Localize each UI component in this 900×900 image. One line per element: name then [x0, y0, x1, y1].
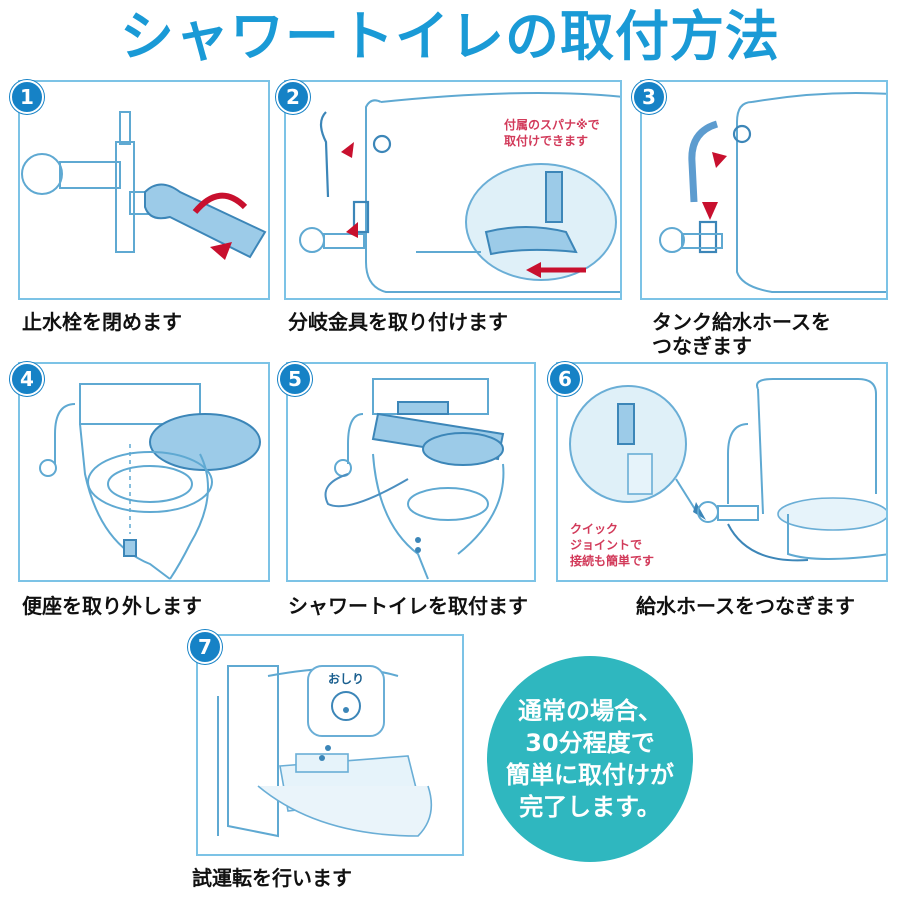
- step-3-badge: 3: [632, 80, 666, 114]
- step-7-badge: 7: [188, 630, 222, 664]
- info-line-2: 30分程度で: [525, 729, 655, 757]
- step-5-caption: シャワートイレを取付ます: [288, 594, 528, 618]
- step-3-panel: [640, 80, 888, 300]
- step-1-badge: 1: [10, 80, 44, 114]
- step-4-illustration: [39, 383, 261, 580]
- info-line-3: 簡単に取付けが: [506, 761, 674, 789]
- step-6-note-line-3: 接続も簡単です: [570, 554, 655, 568]
- step-6-caption: 給水ホースをつなぎます: [636, 594, 855, 618]
- step-2-note-line-2: 取付けできます: [504, 134, 589, 148]
- remote-label: おしり: [327, 672, 364, 686]
- step-3-caption-line-1: タンク給水ホースを: [652, 310, 831, 334]
- step-2-note-line-1: 付属のスパナ※で: [504, 118, 600, 132]
- step-4-caption: 便座を取り外します: [22, 594, 202, 618]
- info-line-1: 通常の場合、: [518, 697, 662, 725]
- step-2-badge: 2: [276, 80, 310, 114]
- step-2-panel: 付属のスパナ※で 取付けできます: [284, 80, 622, 300]
- info-line-4: 完了します。: [519, 793, 661, 821]
- step-1-illustration: [21, 111, 267, 260]
- step-3-illustration: [659, 92, 886, 293]
- step-6-panel: クイック ジョイントで 接続も簡単です: [556, 362, 888, 582]
- step-3-caption-line-2: つなぎます: [652, 334, 752, 358]
- step-4-badge: 4: [10, 362, 44, 396]
- step-6-note-line-1: クイック: [570, 522, 619, 536]
- step-4-panel: [18, 362, 270, 582]
- step-5-badge: 5: [278, 362, 312, 396]
- step-7-panel: おしり: [196, 634, 464, 856]
- step-6-badge: 6: [548, 362, 582, 396]
- step-6-note-line-2: ジョイントで: [570, 538, 643, 552]
- step-5-illustration: [324, 378, 505, 580]
- info-circle: 通常の場合、 30分程度で 簡単に取付けが 完了します。: [487, 656, 693, 862]
- step-1-caption: 止水栓を閉めます: [22, 310, 182, 334]
- step-6-illustration: [569, 378, 886, 562]
- step-2-illustration: [299, 92, 620, 293]
- page-title: シャワートイレの取付方法: [120, 5, 780, 68]
- step-7-illustration: [217, 665, 433, 838]
- step-2-caption: 分岐金具を取り付けます: [288, 310, 508, 334]
- step-5-panel: [286, 362, 536, 582]
- step-1-panel: [18, 80, 270, 300]
- step-7-caption: 試運転を行います: [192, 866, 352, 890]
